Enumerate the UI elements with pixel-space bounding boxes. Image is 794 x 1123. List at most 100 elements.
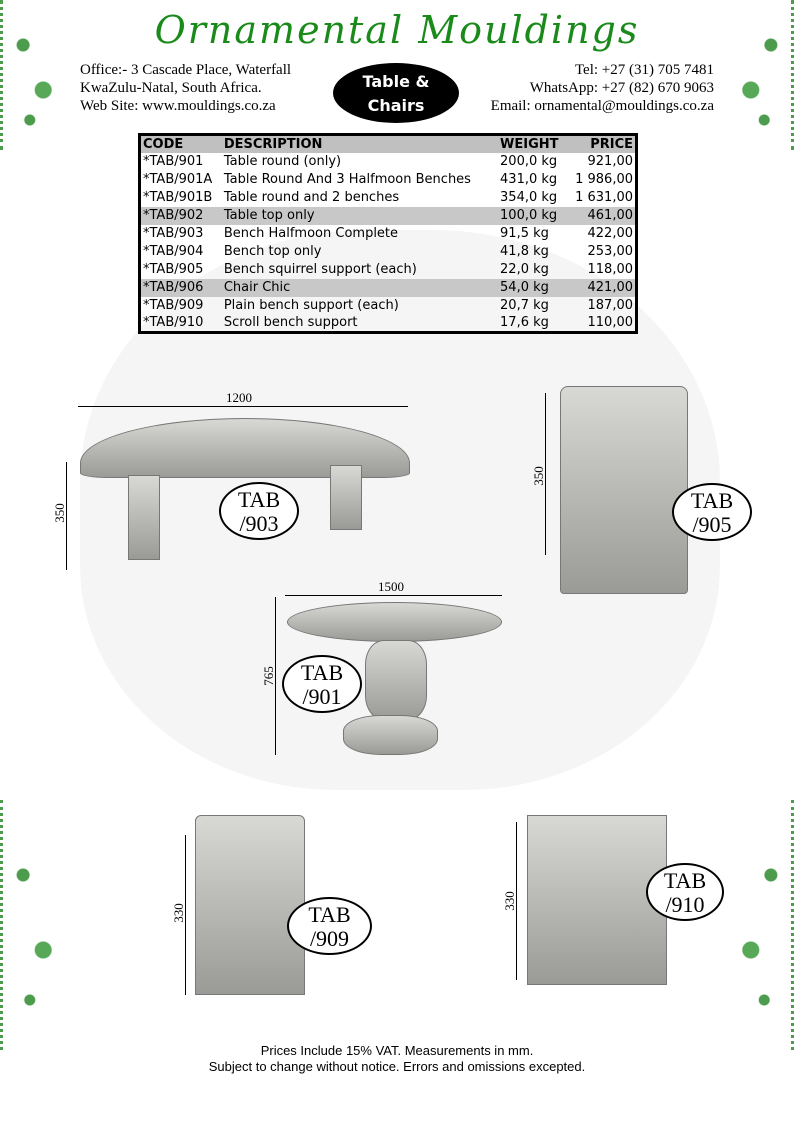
weight-cell: 354,0 kg: [500, 190, 558, 205]
description-cell: Scroll bench support: [223, 315, 358, 331]
description-cell: Table round and 2 benches: [223, 190, 400, 205]
table-row: *TAB/910 Scroll bench support 17,6 kg 110,0…: [140, 315, 637, 333]
category-badge: Table & Chairs: [333, 63, 459, 123]
badge-line: Table &: [362, 72, 430, 91]
weight-cell: 200,0 kg: [500, 154, 558, 169]
description-cell: Bench squirrel support (each): [223, 262, 417, 277]
description-cell: Table top only: [221, 206, 499, 225]
company-logo-title: Ornamental Mouldings: [154, 8, 640, 52]
dimension-height: 330: [170, 903, 186, 923]
weight-cell: 41,8 kg: [500, 244, 549, 259]
scroll-support-image: [527, 815, 667, 985]
col-weight: WEIGHT: [498, 134, 567, 153]
corner-ornament-bottom-left: [0, 800, 70, 1050]
office-address: Office:- 3 Cascade Place, Waterfall KwaZ…: [80, 61, 291, 115]
code-cell: *TAB/901B: [143, 190, 213, 205]
bench-leg-image: [128, 475, 160, 560]
website-link[interactable]: Web Site: www.mouldings.co.za: [80, 98, 276, 114]
product-label-tab910: TAB/910: [646, 863, 724, 921]
plain-support-image: [195, 815, 305, 995]
table-row: *TAB/905 Bench squirrel support (each) 22,…: [140, 261, 637, 279]
col-description: DESCRIPTION: [221, 134, 499, 153]
dimension-line: [275, 597, 276, 755]
dimension-width: 1500: [378, 579, 404, 594]
dimension-line: [285, 595, 502, 596]
price-cell: 422,00: [587, 226, 634, 241]
code-cell: *TAB/904: [143, 244, 204, 259]
table-row: *TAB/904 Bench top only 41,8 kg 253,00: [140, 243, 637, 261]
description-cell: Plain bench support (each): [223, 298, 399, 313]
weight-cell: 100,0 kg: [498, 206, 567, 225]
footer-line: Subject to change without notice. Errors…: [208, 1059, 586, 1074]
dimension-line: [185, 835, 186, 995]
badge-line: Chairs: [367, 96, 425, 115]
description-cell: Table round (only): [223, 154, 342, 169]
description-cell: Bench Halfmoon Complete: [223, 226, 399, 241]
product-label-tab903: TAB/903: [219, 482, 299, 540]
table-top-image: [287, 602, 502, 642]
table-pedestal-image: [365, 640, 427, 720]
bench-leg-image: [330, 465, 362, 530]
dimension-line: [66, 462, 67, 570]
code-cell: *TAB/902: [139, 206, 222, 225]
price-cell: 187,00: [587, 298, 634, 313]
code-cell: *TAB/906: [139, 278, 222, 297]
email-link[interactable]: Email: ornamental@mouldings.co.za: [490, 98, 714, 114]
col-price: PRICE: [566, 134, 637, 153]
col-code: CODE: [139, 134, 222, 153]
phone: Tel: +27 (31) 705 7481: [574, 62, 714, 78]
dimension-height: 350: [530, 466, 546, 486]
price-cell: 1 986,00: [575, 172, 633, 187]
description-cell: Bench top only: [223, 244, 322, 259]
footer-note: Prices Include 15% VAT. Measurements in …: [0, 1043, 794, 1075]
weight-cell: 91,5 kg: [500, 226, 549, 241]
footer-line: Prices Include 15% VAT. Measurements in …: [260, 1043, 534, 1058]
price-cell: 110,00: [587, 315, 634, 331]
code-cell: *TAB/905: [143, 262, 204, 277]
price-cell: 118,00: [587, 262, 634, 277]
product-label-tab901: TAB/901: [282, 655, 362, 713]
dimension-line: [78, 406, 408, 407]
price-cell: 461,00: [566, 206, 637, 225]
dimension-height: 765: [260, 666, 276, 686]
code-cell: *TAB/901A: [143, 172, 213, 187]
table-row: *TAB/901B Table round and 2 benches 354,0 …: [140, 189, 637, 207]
table-row: *TAB/903 Bench Halfmoon Complete 91,5 kg 42…: [140, 225, 637, 243]
corner-ornament-top-left: [0, 0, 70, 150]
weight-cell: 17,6 kg: [500, 315, 549, 331]
address-line: Office:- 3 Cascade Place, Waterfall: [80, 62, 292, 78]
code-cell: *TAB/903: [143, 226, 204, 241]
price-cell: 421,00: [566, 278, 637, 297]
squirrel-support-image: [560, 386, 688, 594]
contact-info: Tel: +27 (31) 705 7481 WhatsApp: +27 (82…: [491, 61, 714, 115]
description-cell: Chair Chic: [221, 278, 499, 297]
code-cell: *TAB/910: [143, 315, 204, 331]
dimension-height: 330: [501, 891, 517, 911]
product-label-tab905: TAB/905: [672, 483, 752, 541]
price-cell: 921,00: [587, 154, 634, 169]
product-label-tab909: TAB/909: [287, 897, 372, 955]
code-cell: *TAB/901: [143, 154, 204, 169]
table-base-image: [343, 715, 438, 755]
dimension-line: [545, 393, 546, 555]
table-row: *TAB/901A Table Round And 3 Halfmoon Benc…: [140, 171, 637, 189]
address-line: KwaZulu-Natal, South Africa.: [80, 80, 262, 96]
whatsapp: WhatsApp: +27 (82) 670 9063: [529, 80, 714, 96]
table-row: *TAB/901 Table round (only) 200,0 kg 921,00: [140, 153, 637, 171]
corner-ornament-bottom-right: [724, 800, 794, 1050]
price-cell: 253,00: [587, 244, 634, 259]
weight-cell: 54,0 kg: [498, 278, 567, 297]
dimension-width: 1200: [226, 390, 252, 405]
description-cell: Table Round And 3 Halfmoon Benches: [223, 172, 471, 187]
weight-cell: 20,7 kg: [500, 298, 549, 313]
table-row: *TAB/909 Plain bench support (each) 20,7 k…: [140, 297, 637, 315]
weight-cell: 22,0 kg: [500, 262, 549, 277]
code-cell: *TAB/909: [143, 298, 204, 313]
weight-cell: 431,0 kg: [500, 172, 558, 187]
dimension-line: [516, 822, 517, 980]
price-cell: 1 631,00: [575, 190, 633, 205]
dimension-height: 350: [51, 503, 67, 523]
